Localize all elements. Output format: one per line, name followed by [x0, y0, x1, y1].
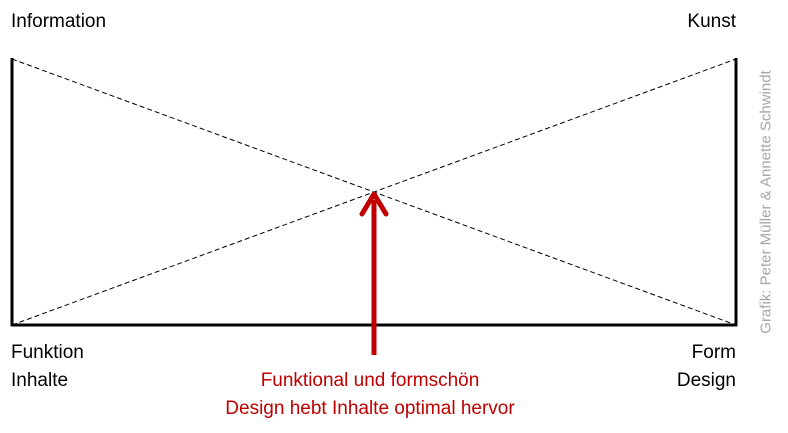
corner-label-funktion: Funktion [11, 342, 84, 363]
credit-text: Grafik: Peter Müller & Annette Schwindt [757, 70, 775, 334]
corner-label-design: Design [676, 370, 736, 391]
corner-label-form: Form [691, 342, 736, 363]
corner-label-kunst: Kunst [687, 11, 736, 32]
arrow-head [359, 191, 389, 217]
caption-line-2: Design hebt Inhalte optimal hervor [225, 398, 515, 419]
caption-line-1: Funktional und formschön [260, 370, 480, 391]
corner-label-inhalte: Inhalte [11, 370, 69, 391]
corner-label-information: Information [11, 11, 107, 32]
